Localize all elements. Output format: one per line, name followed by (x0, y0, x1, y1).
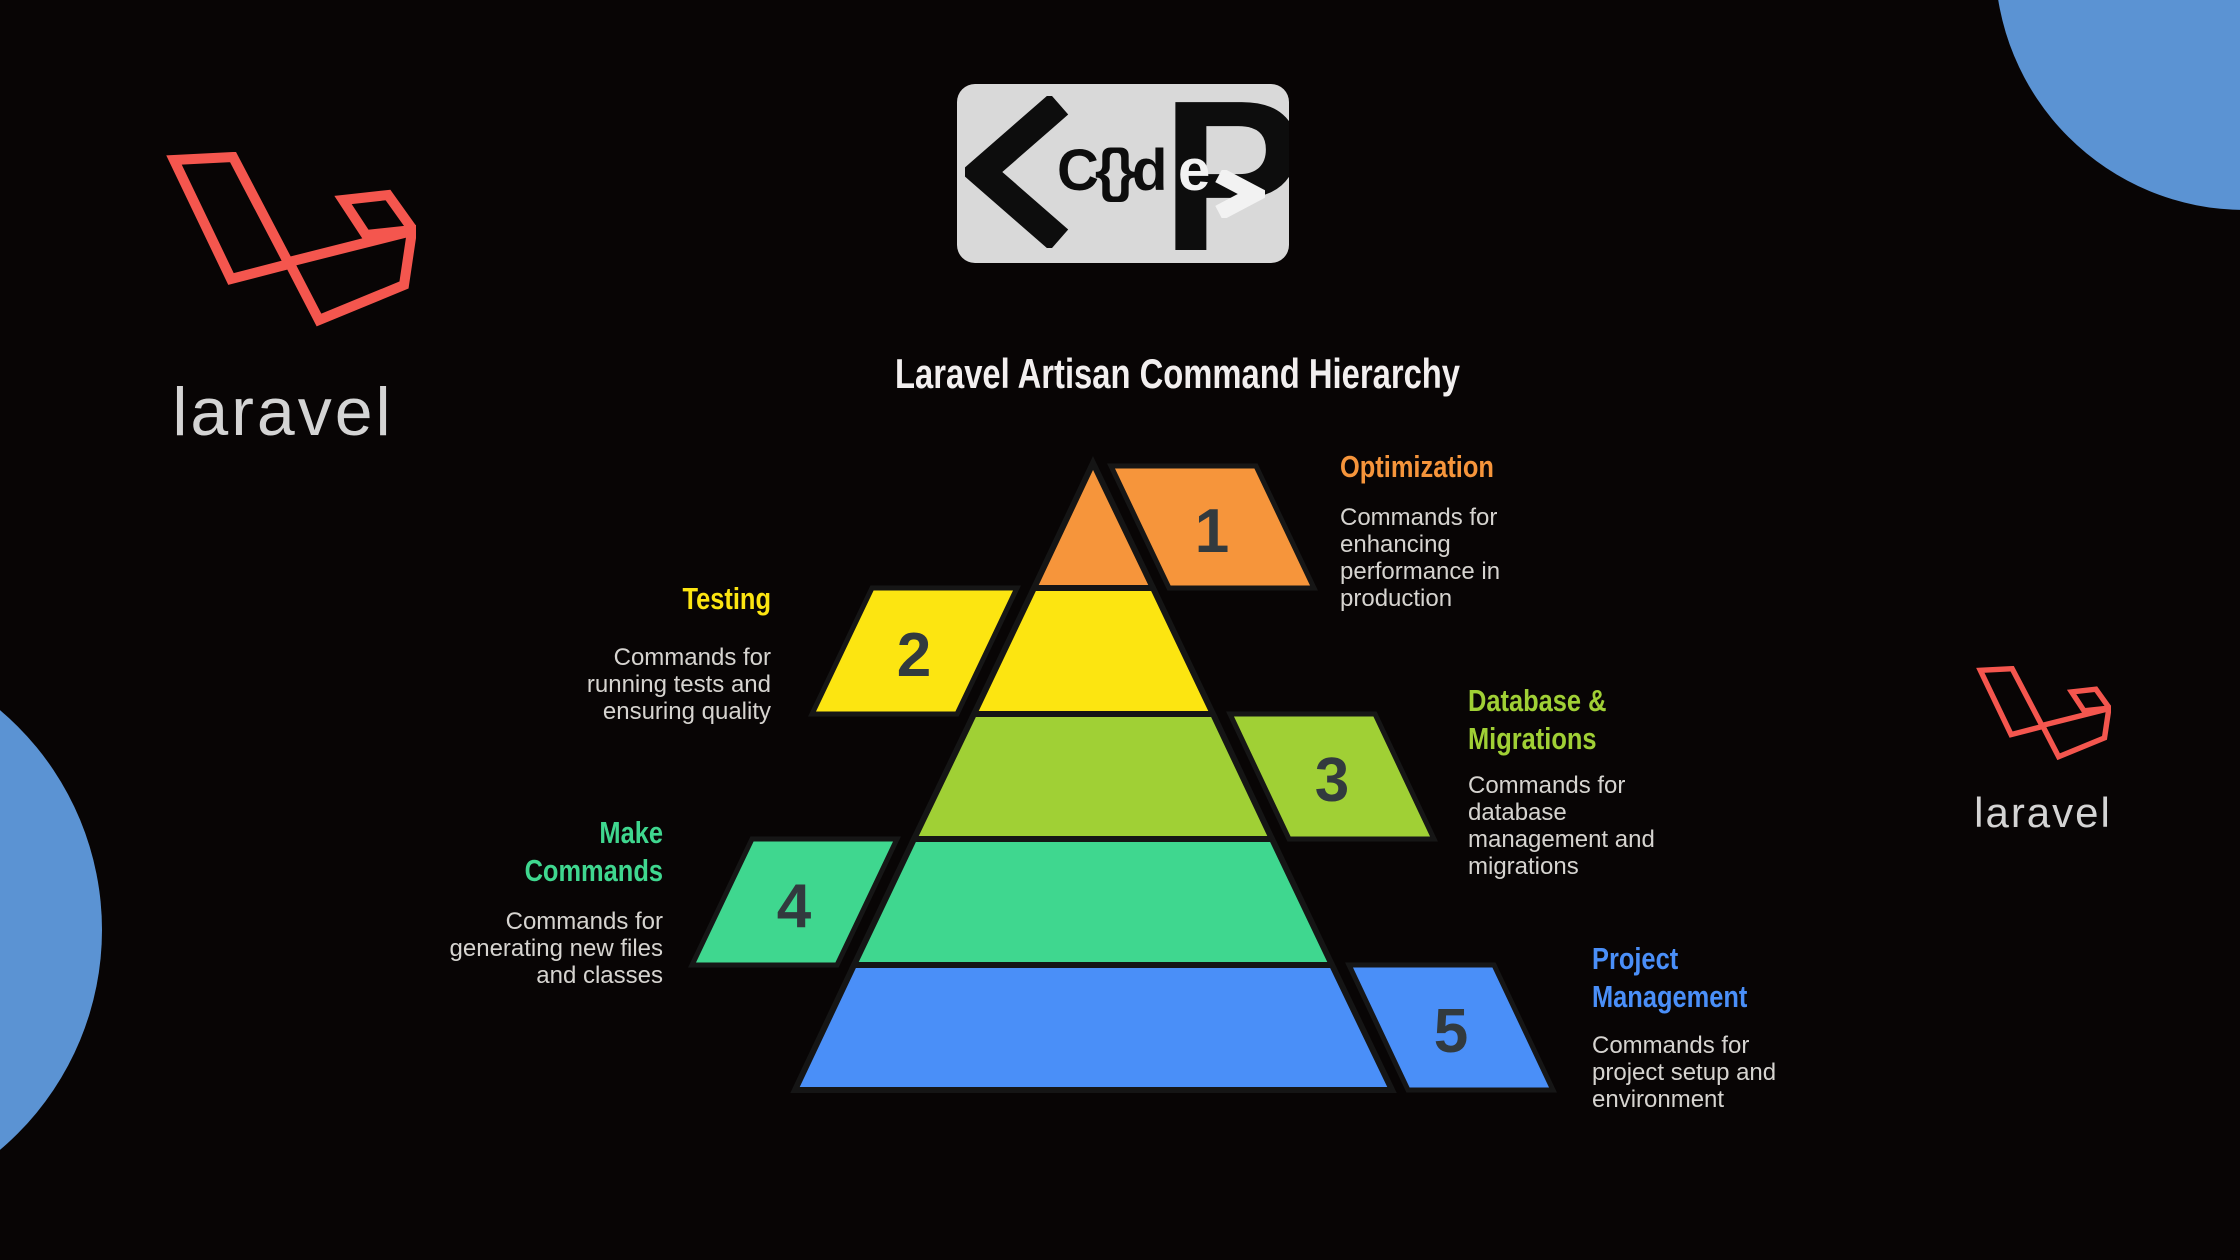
code-logo-badge: P C{}d e (957, 84, 1289, 263)
laravel-wordmark: laravel (1974, 789, 2112, 836)
laravel-mark-icon (165, 151, 422, 327)
pyramid-layer-3 (909, 711, 1277, 842)
pyramid-layer-5 (790, 962, 1397, 1093)
pyramid-layer-4 (849, 836, 1337, 968)
level-number-4: 4 (777, 872, 812, 941)
level-label-database-migrations: Database & Migrations Commands for datab… (1468, 682, 1758, 880)
level-label-make-commands: Make Commands Commands for generating ne… (363, 814, 663, 989)
level-heading: Testing (682, 581, 771, 616)
level-label-optimization: Optimization Commands for enhancing perf… (1340, 448, 1620, 612)
level-description: Commands for running tests and ensuring … (586, 644, 771, 725)
level-heading: Database & Migrations (1468, 683, 1607, 756)
level-description: Commands for generating new files and cl… (449, 908, 663, 989)
level-description: Commands for database management and mig… (1468, 772, 1655, 880)
level-heading: Project Management (1592, 941, 1748, 1014)
level-description: Commands for project setup and environme… (1592, 1032, 1777, 1113)
level-number-1: 1 (1195, 497, 1229, 566)
pyramid-tab-2 (808, 585, 1021, 717)
level-number-3: 3 (1315, 746, 1349, 815)
close-angle-bracket-icon (1215, 170, 1265, 218)
laravel-mark-icon (1975, 665, 2114, 761)
level-description: Commands for enhancing performance in pr… (1340, 504, 1501, 612)
laravel-logo-left: laravel (133, 151, 433, 451)
badge-code-text: C{}d (1057, 138, 1167, 203)
pyramid-tab-5 (1345, 962, 1557, 1093)
pyramid-tab-1 (1107, 463, 1318, 591)
level-label-testing: Testing Commands for running tests and e… (471, 580, 771, 725)
level-label-project-management: Project Management Commands for project … (1592, 940, 1882, 1113)
level-number-2: 2 (897, 621, 931, 690)
pyramid-tab-4 (688, 836, 901, 968)
level-heading: Make Commands (524, 815, 663, 888)
level-heading: Optimization (1340, 449, 1494, 484)
open-angle-bracket-icon (965, 96, 1069, 248)
badge-code-text-white: e (1178, 138, 1211, 203)
laravel-wordmark: laravel (172, 374, 394, 450)
laravel-logo-right: laravel (1968, 665, 2118, 837)
pyramid-tab-3 (1226, 711, 1438, 842)
level-number-5: 5 (1434, 997, 1468, 1066)
